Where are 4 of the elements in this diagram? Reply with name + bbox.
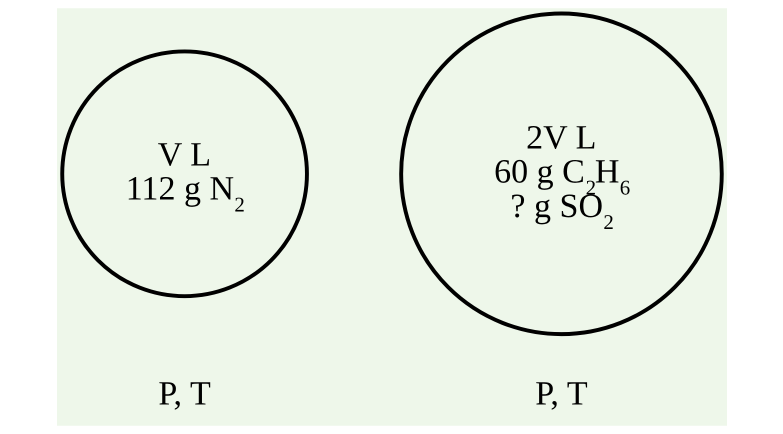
node-label: P, T	[534, 376, 588, 413]
node-circle: V L 112 g N$_{2}$	[60, 50, 308, 298]
node-label: P, T	[158, 376, 210, 413]
node-circle: 2V L 60 g C$_{2}$H$_{6}$ ? g SO$_{2}$	[398, 12, 724, 336]
